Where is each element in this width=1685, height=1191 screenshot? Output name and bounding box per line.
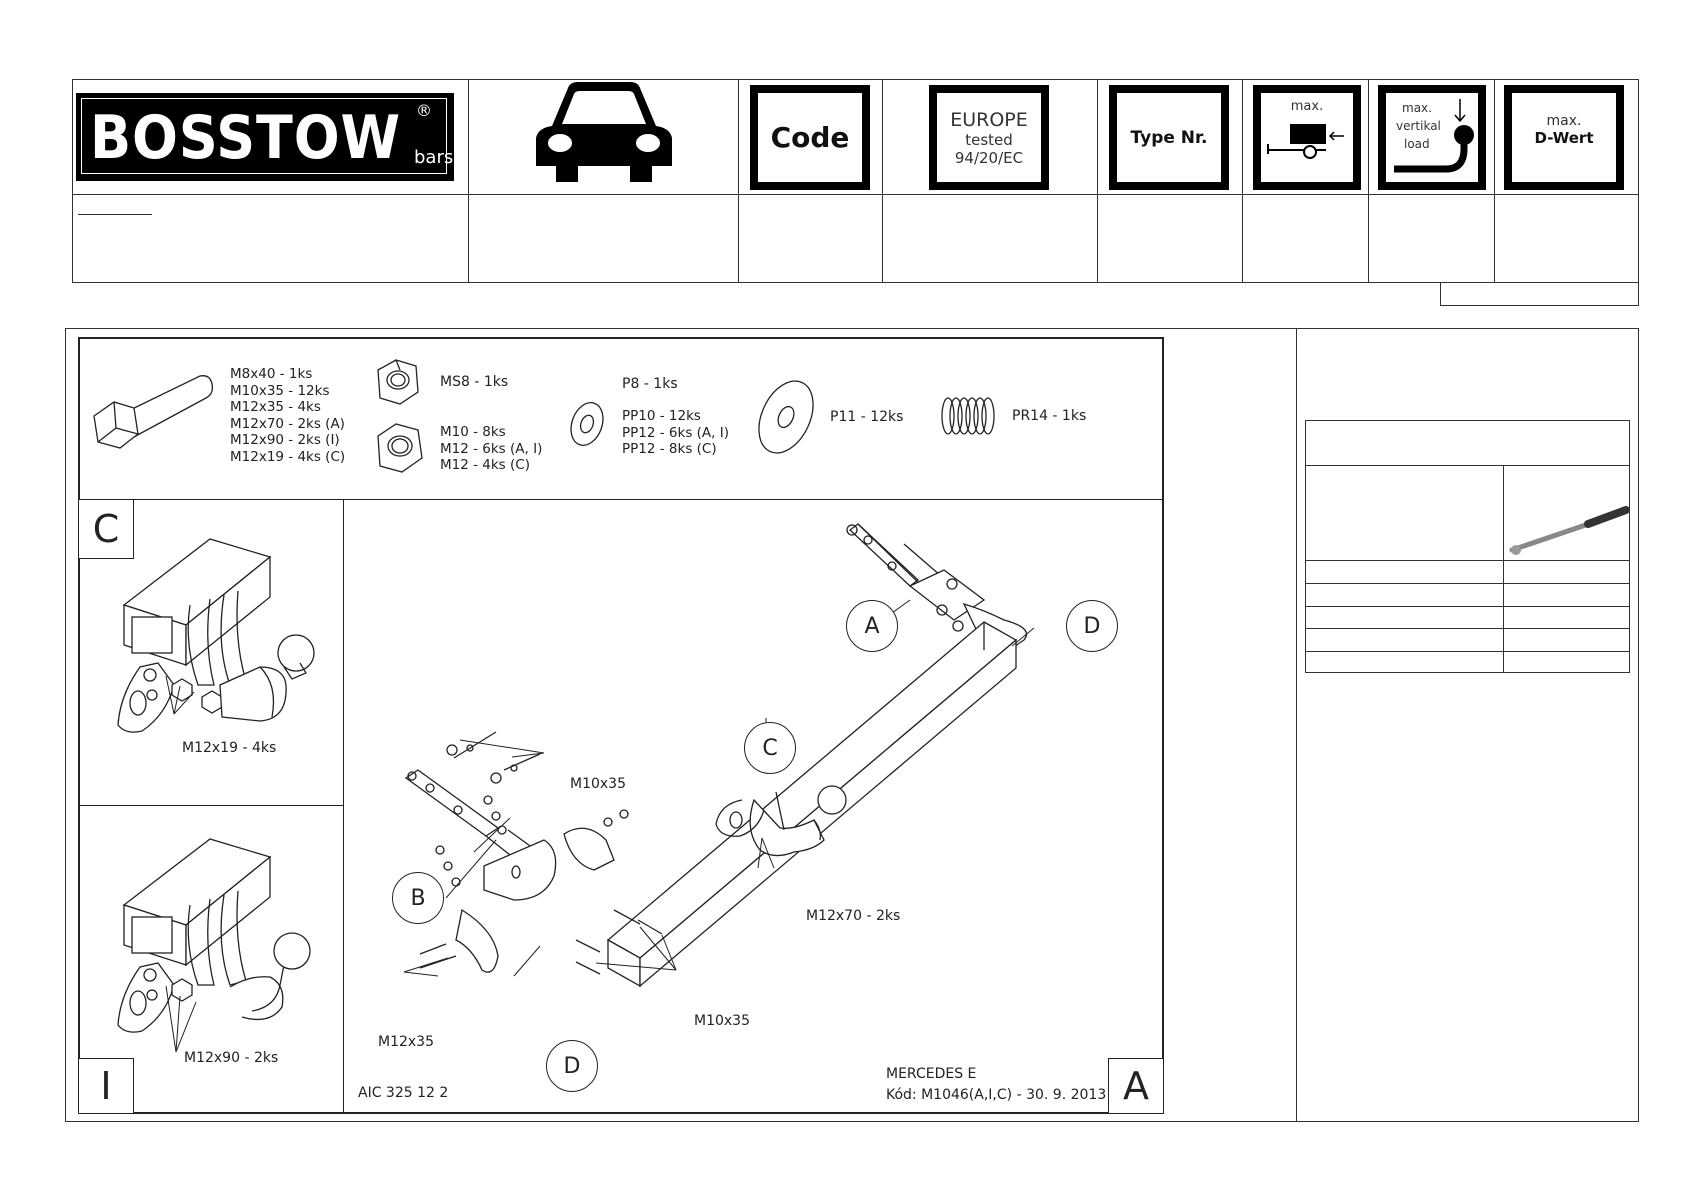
right-column-divider: [1296, 328, 1297, 1122]
drawing-code: AIC 325 12 2: [358, 1085, 449, 1101]
europe-line-2: tested: [965, 130, 1013, 149]
callout-a: A: [846, 600, 898, 652]
type-number-icon: Type Nr.: [1109, 85, 1229, 190]
detail-c-letter: C: [78, 499, 134, 559]
bolt-list-item: M8x40 - 1ks: [230, 366, 313, 382]
torque-row-line: [1305, 465, 1630, 466]
kod-date: Kód: M1046(A,I,C) - 30. 9. 2013: [886, 1087, 1107, 1103]
header-col-divider: [1097, 80, 1098, 283]
callout-d-bottom: D: [546, 1040, 598, 1092]
torque-col-line: [1503, 465, 1504, 673]
header-col-divider: [738, 80, 739, 283]
header-table: [72, 79, 1639, 283]
nut-icon: [377, 423, 423, 473]
header-col-divider: [882, 80, 883, 283]
logo-reg: ®: [416, 101, 432, 120]
bolt-list-item: M12x70 - 2ks (A): [230, 415, 345, 432]
label-m10x35-bottom: M10x35: [694, 1013, 750, 1029]
callout-b: B: [392, 872, 444, 924]
bolt-list-item: M12x90 - 2ks (I): [230, 432, 340, 448]
vertical-text-1: max.: [1402, 101, 1432, 115]
detail-i-leader-lines: [165, 985, 197, 1053]
spring-label: PR14 - 1ks: [1012, 408, 1087, 424]
dwert-text-1: max.: [1546, 113, 1582, 129]
torque-row-line: [1305, 651, 1630, 652]
vertical-load-icon: max. vertikal load: [1378, 85, 1486, 190]
vertical-text-2: vertikal: [1396, 119, 1441, 133]
car-icon: [536, 82, 672, 182]
large-washer-icon: [758, 380, 814, 454]
torque-table: [1305, 420, 1630, 673]
label-m12x35: M12x35: [378, 1034, 434, 1050]
detail-i-hitch-drawing: [117, 838, 311, 1033]
detail-c-callout: M12x19 - 4ks: [182, 740, 277, 756]
large-washer-label: P11 - 12ks: [830, 409, 904, 425]
header-col-divider: [1242, 80, 1243, 283]
europe-tested-icon: EUROPE tested 94/20/EC: [929, 85, 1049, 190]
header-col-divider: [468, 80, 469, 283]
callout-d-right: D: [1066, 600, 1118, 652]
trailer-icon: [1267, 124, 1344, 159]
detail-divider-vertical: [343, 499, 344, 1114]
detail-i-letter: I: [78, 1058, 134, 1114]
bolt-list-item: M10x35 - 12ks: [230, 382, 330, 399]
nut-top-icon: [377, 359, 419, 405]
spring-icon: [941, 397, 995, 435]
torque-row-line: [1305, 628, 1630, 629]
europe-line-3: 94/20/EC: [954, 148, 1024, 167]
assembly-drawing: [403, 523, 1035, 988]
parts-divider: [78, 499, 1164, 500]
vehicle-model: MERCEDES E: [886, 1066, 977, 1082]
bosstow-logo: BOSSTOW ® bars: [76, 93, 454, 181]
nut-list-item: M10 - 8ks: [440, 424, 506, 440]
code-icon-text: Code: [770, 121, 850, 154]
torque-row-line: [1305, 583, 1630, 584]
max-trailer-text: max.: [1290, 99, 1324, 114]
d-value-icon: max. D-Wert: [1504, 85, 1624, 190]
hitch-arrow-icon: [1394, 99, 1474, 173]
bolt-list-item: M12x19 - 4ks (C): [230, 448, 346, 465]
small-washer-icon: [570, 402, 604, 446]
max-trailer-load-icon: max.: [1253, 85, 1361, 190]
washer-list-item: PP12 - 6ks (A, I): [622, 424, 729, 441]
detail-c-hitch-drawing: [117, 538, 315, 733]
header-col-divider: [1494, 80, 1495, 283]
drawing-frame: [78, 337, 1164, 1114]
bolt-icon: [93, 375, 214, 449]
logo-text: BOSSTOW: [90, 103, 402, 173]
nut-list-item: M12 - 6ks (A, I): [440, 440, 543, 457]
label-m12x70: M12x70 - 2ks: [806, 908, 901, 924]
logo-sub: bars: [414, 147, 454, 168]
europe-line-1: EUROPE: [950, 108, 1028, 131]
small-washer-label: P8 - 1ks: [622, 376, 678, 392]
header-row-divider: [72, 194, 1639, 195]
main-frame: [65, 328, 1639, 1122]
torque-wrench-icon: [1509, 506, 1630, 555]
washer-list-item: PP12 - 8ks (C): [622, 441, 717, 457]
detail-divider-horizontal: [78, 805, 343, 806]
dwert-text-2: D-Wert: [1534, 129, 1594, 147]
header-small-cell: [1440, 282, 1639, 306]
callout-c: C: [744, 722, 796, 774]
nut-list-item: M12 - 4ks (C): [440, 457, 530, 473]
corner-letter-a: A: [1108, 1058, 1164, 1114]
bolt-list-item: M12x35 - 4ks: [230, 399, 321, 415]
type-number-text: Type Nr.: [1130, 127, 1208, 148]
header-col-divider: [1368, 80, 1369, 283]
detail-i-callout: M12x90 - 2ks: [184, 1050, 279, 1066]
detail-c-leader-lines: [165, 675, 195, 715]
nut-top-label: MS8 - 1ks: [440, 374, 509, 390]
torque-row-line: [1305, 606, 1630, 607]
washer-list-item: PP10 - 12ks: [622, 408, 701, 424]
code-icon: Code: [750, 85, 870, 190]
washer-list: PP10 - 12ks PP12 - 6ks (A, I) PP12 - 8ks…: [622, 408, 729, 458]
nut-list: M10 - 8ks M12 - 6ks (A, I) M12 - 4ks (C): [440, 424, 542, 474]
torque-row-line: [1305, 560, 1630, 561]
underline-mark: [78, 214, 152, 215]
bolt-list: M8x40 - 1ks M10x35 - 12ks M12x35 - 4ks M…: [230, 366, 345, 465]
vertical-text-3: load: [1404, 137, 1430, 151]
label-m10x35-top: M10x35: [570, 776, 626, 792]
